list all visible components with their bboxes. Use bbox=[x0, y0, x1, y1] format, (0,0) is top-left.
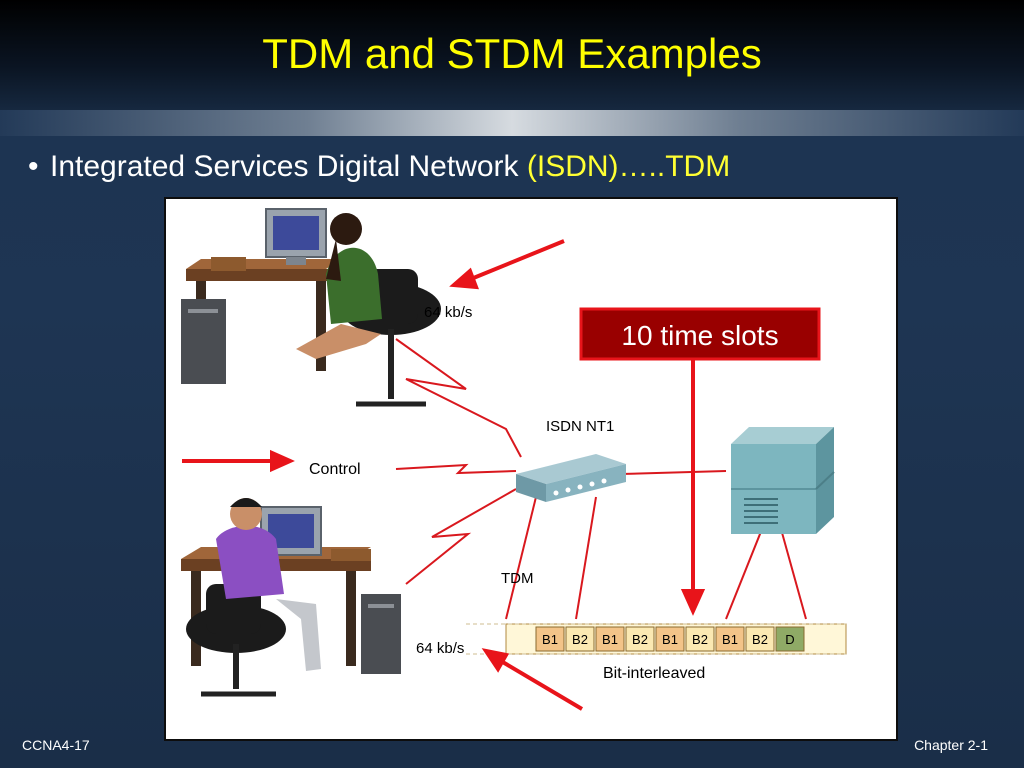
top-zigzag-link bbox=[395, 338, 522, 458]
frame-slot-label: B1 bbox=[602, 632, 618, 647]
title-divider-strip bbox=[0, 110, 1024, 136]
tdm-frame: B1 B2 B1 B2 B1 B2 B1 B2 D bbox=[466, 623, 847, 655]
arrow-top-head bbox=[449, 267, 479, 290]
frame-slot bbox=[565, 626, 595, 652]
label-bit-interleaved: Bit-interleaved bbox=[603, 665, 705, 682]
frame-slot-label: B2 bbox=[752, 632, 768, 647]
frame-slot-label: B2 bbox=[692, 632, 708, 647]
footer-right: Chapter 2-1 bbox=[914, 737, 988, 753]
nt1-to-frame-right bbox=[575, 496, 597, 620]
frame-slot bbox=[775, 626, 805, 652]
arrow-callout-head bbox=[680, 589, 706, 616]
server-to-frame-right bbox=[780, 528, 807, 620]
server-to-frame-left bbox=[725, 518, 767, 620]
bullet-item: • Integrated Services Digital Network (IS… bbox=[28, 150, 730, 184]
connection-lines bbox=[395, 338, 807, 620]
label-64kbps-bottom: 64 kb/s bbox=[416, 640, 464, 657]
bullet-highlight: (ISDN)…..TDM bbox=[526, 150, 731, 183]
server-icon bbox=[731, 427, 835, 534]
arrow-bottom bbox=[499, 659, 584, 711]
title-bar bbox=[0, 0, 1024, 110]
workstation-top bbox=[181, 208, 441, 407]
bullet-text: Integrated Services Digital Network bbox=[50, 150, 527, 183]
frame-slot-label: B1 bbox=[662, 632, 678, 647]
label-isdn-nt1: ISDN NT1 bbox=[546, 418, 614, 435]
slide-title: TDM and STDM Examples bbox=[262, 30, 762, 77]
arrow-control-head bbox=[270, 449, 295, 473]
arrow-top bbox=[470, 239, 565, 281]
frame-slot bbox=[745, 626, 775, 652]
frame-slot bbox=[535, 626, 565, 652]
frame-slot-label: B1 bbox=[542, 632, 558, 647]
bullet-icon: • bbox=[28, 150, 39, 183]
label-64kbps-top: 64 kb/s bbox=[424, 304, 472, 321]
frame-slot bbox=[595, 626, 625, 652]
time-slots-callout bbox=[579, 307, 821, 361]
frame-slot bbox=[625, 626, 655, 652]
frame-slot-label: D bbox=[785, 632, 794, 647]
frame-slot bbox=[715, 626, 745, 652]
nt1-to-frame-left bbox=[505, 496, 537, 620]
frame-slot-label: B2 bbox=[572, 632, 588, 647]
frame-slot bbox=[685, 626, 715, 652]
footer-left: CCNA4-17 bbox=[22, 737, 90, 753]
control-link bbox=[395, 463, 517, 475]
label-tdm: TDM bbox=[501, 570, 534, 587]
callout-text: 10 time slots bbox=[621, 320, 778, 351]
arrow-bottom-head bbox=[481, 648, 510, 673]
bottom-zigzag-link bbox=[405, 488, 517, 585]
isdn-diagram: B1 B2 B1 B2 B1 B2 B1 B2 D 64 kb/s Control ISDN N… bbox=[164, 197, 898, 741]
workstation-bottom bbox=[181, 498, 401, 697]
frame-slot-label: B1 bbox=[722, 632, 738, 647]
isdn-nt1-device bbox=[516, 454, 626, 502]
frame-slot-label: B2 bbox=[632, 632, 648, 647]
frame-slot bbox=[655, 626, 685, 652]
label-control: Control bbox=[309, 461, 361, 478]
nt1-to-server-link bbox=[620, 470, 727, 475]
red-arrows bbox=[182, 239, 706, 711]
